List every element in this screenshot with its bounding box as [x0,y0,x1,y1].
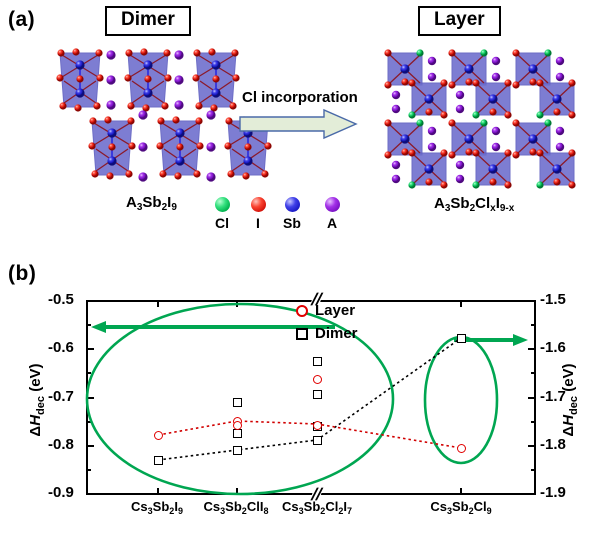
atom-legend-item-cl: Cl [205,197,239,231]
atom-legend-item-sb: Sb [275,197,309,231]
panel-b-label: (b) [8,262,37,285]
dimer-title-box: Dimer [105,6,191,36]
dimer-point-1 [233,398,242,407]
y-right-minor-tick-3 [531,469,535,471]
dimer-point-2 [233,429,242,438]
y-left-tick-3 [87,445,94,447]
y-left-minor-tick-2 [87,421,91,423]
cl-incorporation-arrow-icon [239,108,358,140]
layer-point-4 [313,421,322,430]
y-left-ticklabel-0: -0.5 [48,291,74,308]
layer-title-box: Layer [418,6,501,36]
y-right-minor-tick-1 [531,372,535,374]
chart-legend: Layer Dimer [296,302,396,348]
y-right-tick-2 [528,397,535,399]
x-tick-3 [460,488,462,495]
y-left-ticklabel-1: -0.6 [48,339,74,356]
y-right-ticklabel-0: -1.5 [540,291,566,308]
legend-entry-layer: Layer [296,302,355,319]
y-right-tick-1 [528,348,535,350]
y-left-tick-2 [87,397,94,399]
x-category-label-2: Cs3Sb2Cl2I7 [282,499,352,516]
layer-trend-line [157,420,462,449]
x-top-tick-3 [460,301,462,307]
dimer-structure-diagram [56,48,272,182]
x-category-label-3: Cs3Sb2Cl9 [430,499,492,516]
x-category-label-1: Cs3Sb2ClI8 [203,499,269,516]
panel-a-label: (a) [8,8,36,31]
legend-dimer-marker-icon [296,327,308,340]
y-left-minor-tick-0 [87,324,91,326]
legend-entry-dimer: Dimer [296,325,358,342]
x-top-tick-0 [157,301,159,307]
iodine-atom-label: I [256,215,260,231]
layer-structure-diagram [384,49,576,189]
iodine-atom-icon [250,197,266,212]
atom-legend: Cl I Sb A [205,197,365,239]
dimer-point-8 [457,334,466,343]
legend-layer-label: Layer [315,302,356,319]
y-right-tick-3 [528,445,535,447]
dimer-point-5 [313,390,322,399]
cl-atom-label: Cl [215,215,229,231]
y-left-tick-0 [87,300,94,302]
dimer-point-4 [313,357,322,366]
sb-atom-icon [284,197,300,212]
a-cation-icon [324,197,340,212]
y-right-ticklabel-4: -1.9 [540,484,566,501]
x-tick-0 [157,488,159,495]
y-left-minor-tick-3 [87,469,91,471]
atom-legend-item-a: A [315,197,349,231]
y-left-tick-4 [87,493,94,495]
layer-point-3 [313,375,322,384]
y-left-tick-1 [87,348,94,350]
dimer-trend-line [157,337,462,461]
atom-legend-item-i: I [241,197,275,231]
y-right-ticklabel-2: -1.7 [540,388,566,405]
x-tick-1 [236,488,238,495]
sb-atom-label: Sb [283,215,301,231]
y-right-tick-4 [528,493,535,495]
cl-incorporation-label: Cl incorporation [242,89,358,106]
y-right-ticklabel-3: -1.8 [540,436,566,453]
layer-point-2 [233,421,242,430]
y-right-minor-tick-2 [531,421,535,423]
dimer-point-0 [154,456,163,465]
legend-layer-marker-icon [296,304,308,317]
dimer-point-3 [233,446,242,455]
layer-point-0 [154,431,163,440]
left-group-highlight-ellipse [85,302,395,496]
y-right-tick-0 [528,300,535,302]
legend-dimer-label: Dimer [315,325,358,342]
layer-point-5 [457,444,466,453]
x-category-label-0: Cs3Sb2I9 [131,499,183,516]
layer-formula: A3Sb2ClxI9-x [434,195,515,214]
y-right-minor-tick-0 [531,324,535,326]
y-left-ticklabel-2: -0.7 [48,388,74,405]
dimer-point-7 [313,436,322,445]
y-right-ticklabel-1: -1.6 [540,339,566,356]
cl-atom-icon [214,197,230,212]
y-left-ticklabel-3: -0.8 [48,436,74,453]
y-left-ticklabel-4: -0.9 [48,484,74,501]
y-left-minor-tick-1 [87,372,91,374]
dimer-formula: A3Sb2I9 [126,194,177,213]
left-axis-arrow-icon [91,321,335,333]
a-cation-label: A [326,215,338,231]
